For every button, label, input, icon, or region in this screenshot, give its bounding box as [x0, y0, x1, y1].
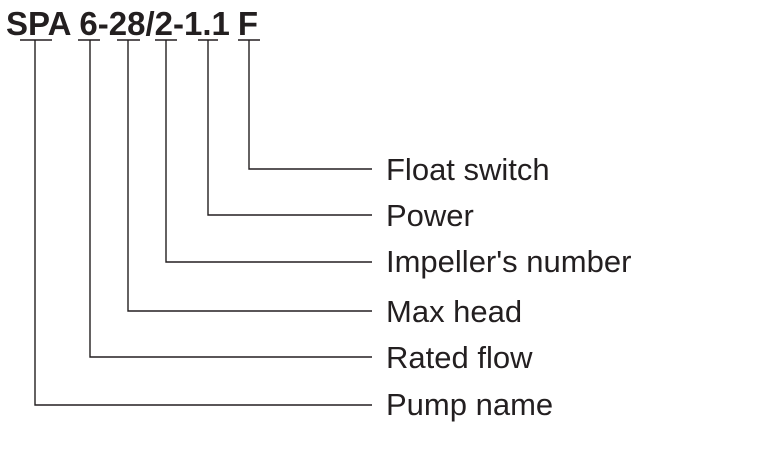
leader-pump-name — [34, 40, 372, 406]
leader-impeller-number — [165, 40, 372, 263]
label-max-head: Max head — [386, 294, 522, 329]
code-part-power: 1.1 — [184, 5, 230, 42]
code-part-rated-flow: 6 — [79, 5, 97, 42]
label-power: Power — [386, 198, 474, 233]
code-part-pump-name: SPA — [6, 5, 71, 42]
label-impeller-number: Impeller's number — [386, 244, 631, 279]
leader-float-switch — [248, 40, 372, 170]
label-float-switch: Float switch — [386, 152, 550, 187]
label-pump-name: Pump name — [386, 387, 553, 422]
leader-max-head — [127, 40, 372, 312]
code-separator-1: - — [98, 5, 109, 42]
code-part-impeller-number: 2 — [155, 5, 173, 42]
code-separator-3: - — [173, 5, 184, 42]
code-part-max-head: 28 — [109, 5, 146, 42]
label-rated-flow: Rated flow — [386, 340, 533, 375]
leader-rated-flow — [89, 40, 372, 358]
code-part-float-switch: F — [238, 5, 258, 42]
legend-labels: Float switch Power Impeller's number Max… — [386, 152, 631, 422]
leader-power — [207, 40, 372, 216]
code-separator-2: / — [145, 5, 154, 42]
leader-lines — [34, 40, 372, 406]
